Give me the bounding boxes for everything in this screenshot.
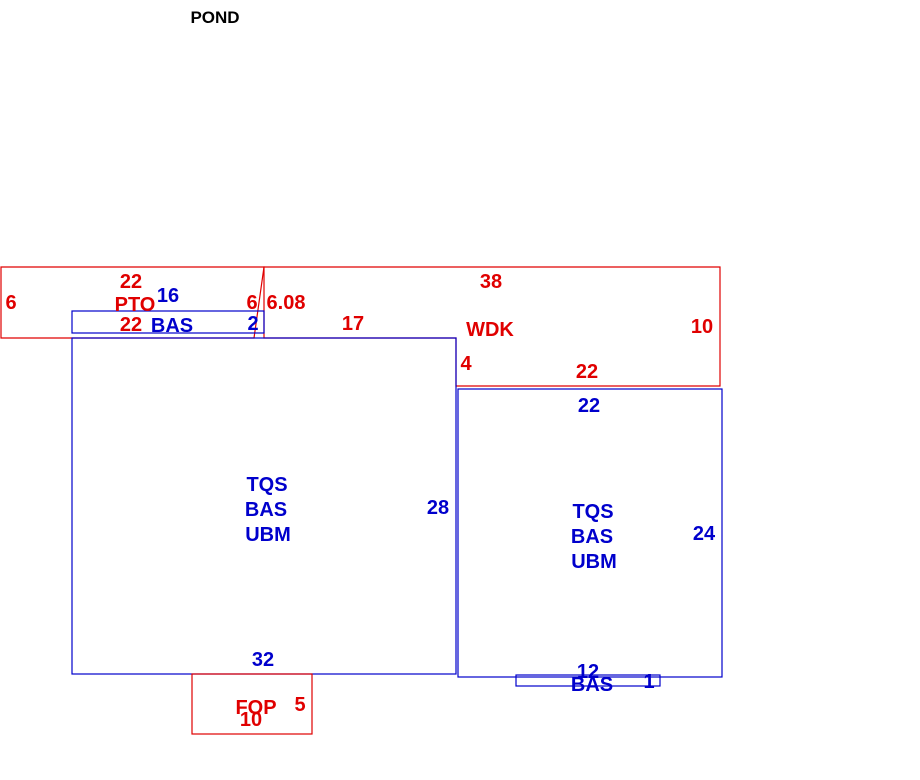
main-left-code-2: BAS [245,499,287,521]
pto-dim-bottom: 22 [120,314,142,336]
main-right-dim-top: 22 [578,395,600,417]
wdk-dim-step: 17 [342,313,364,335]
fop-dim-right: 5 [294,694,305,716]
bas-small-bottom-dim-right: 1 [643,671,654,693]
main-left-dim-right: 28 [427,497,449,519]
fop-code: FOP [235,697,276,719]
main-right-code-2: BAS [571,526,613,548]
pto-dim-right: 6 [246,292,257,314]
main-right-code-3: UBM [571,551,617,573]
pto-code: PTO [115,294,156,316]
main-left-code-3: UBM [245,524,291,546]
bas-small-top-code: BAS [151,315,193,337]
wdk-dim-diag: 6.08 [267,292,306,314]
wdk-dim-top: 38 [480,271,502,293]
sketch-title: POND [190,8,239,27]
bas-small-top-outline [71,310,265,334]
bas-small-top-dim-top: 16 [157,285,179,307]
main-left-dim-bottom: 32 [252,649,274,671]
wdk-code: WDK [466,319,514,341]
fop-dim-bottom: 10 [240,709,262,731]
wdk-dim-right: 10 [691,316,713,338]
main-right-outline [457,388,723,678]
pto-dim-top: 22 [120,271,142,293]
fop-outline [191,673,313,735]
bas-small-top-dim-right: 2 [247,313,258,335]
wdk-dim-left: 4 [460,353,472,375]
main-right-dim-right: 24 [693,523,716,545]
wdk-dim-bottom: 22 [576,361,598,383]
bas-small-bottom-dim-top: 12 [577,661,599,683]
bas-small-bottom-code: BAS [571,674,613,696]
bas-small-bottom-outline [515,674,661,687]
main-left-code-1: TQS [246,474,287,496]
main-right-code-1: TQS [572,501,613,523]
pto-dim-left: 6 [5,292,16,314]
